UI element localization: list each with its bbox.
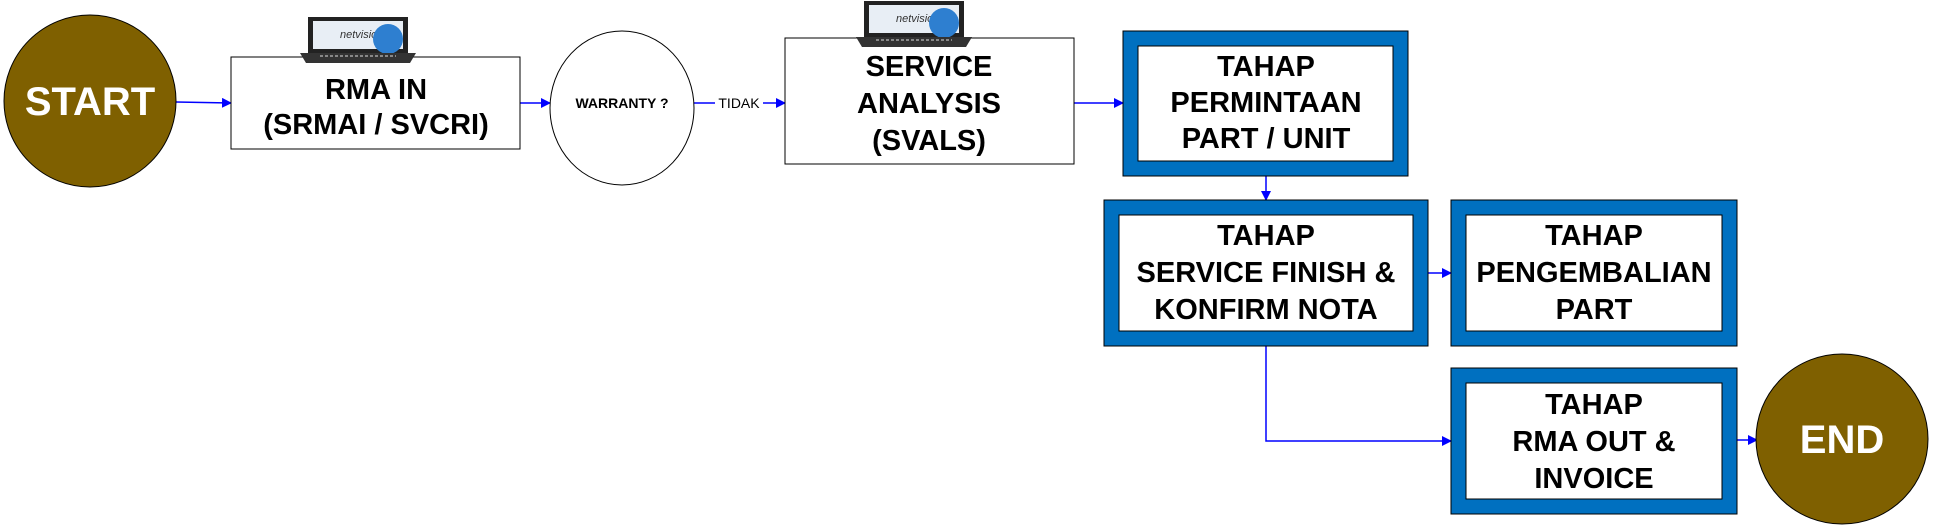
edge-label-tidak: TIDAK (718, 95, 760, 111)
pengembalian-line-2: PENGEMBALIAN (1476, 257, 1711, 289)
netvision-laptop-icon (855, 0, 973, 48)
service-analysis-line-2: ANALYSIS (857, 88, 1001, 120)
netvision-laptop-icon (299, 16, 417, 64)
service-finish-node[interactable]: TAHAP SERVICE FINISH & KONFIRM NOTA (1103, 199, 1429, 347)
permintaan-line-2: PERMINTAAN (1170, 87, 1361, 119)
arrow-finish-to-rma-out (1265, 346, 1452, 446)
pengembalian-line-1: TAHAP (1545, 220, 1643, 252)
end-label: END (1800, 418, 1884, 462)
rma-in-node[interactable]: RMA IN (SRMAI / SVCRI) (230, 16, 521, 150)
end-node[interactable]: END (1755, 353, 1929, 525)
rma-in-line-2: (SRMAI / SVCRI) (263, 109, 489, 141)
arrow-start-to-rma-in (175, 97, 232, 108)
rma-out-line-3: INVOICE (1534, 463, 1653, 495)
warranty-decision-node[interactable]: WARRANTY ? (549, 30, 695, 186)
permintaan-node[interactable]: TAHAP PERMINTAAN PART / UNIT (1122, 30, 1409, 177)
service-analysis-line-1: SERVICE (866, 51, 993, 83)
connectors: TIDAK (175, 92, 1758, 446)
permintaan-line-1: TAHAP (1217, 51, 1315, 83)
service-analysis-line-3: (SVALS) (872, 125, 986, 157)
service-finish-line-1: TAHAP (1217, 220, 1315, 252)
rma-out-line-1: TAHAP (1545, 389, 1643, 421)
permintaan-line-3: PART / UNIT (1182, 123, 1351, 155)
service-analysis-node[interactable]: SERVICE ANALYSIS (SVALS) (784, 0, 1075, 165)
service-finish-line-2: SERVICE FINISH & (1137, 257, 1396, 289)
rma-in-line-1: RMA IN (325, 74, 427, 106)
start-node[interactable]: START (3, 14, 177, 188)
start-label: START (25, 80, 155, 124)
warranty-label: WARRANTY ? (575, 95, 668, 111)
rma-out-line-2: RMA OUT & (1512, 426, 1675, 458)
pengembalian-node[interactable]: TAHAP PENGEMBALIAN PART (1450, 199, 1738, 347)
service-finish-line-3: KONFIRM NOTA (1154, 294, 1377, 326)
pengembalian-line-3: PART (1556, 294, 1633, 326)
rma-out-node[interactable]: TAHAP RMA OUT & INVOICE (1450, 367, 1738, 515)
